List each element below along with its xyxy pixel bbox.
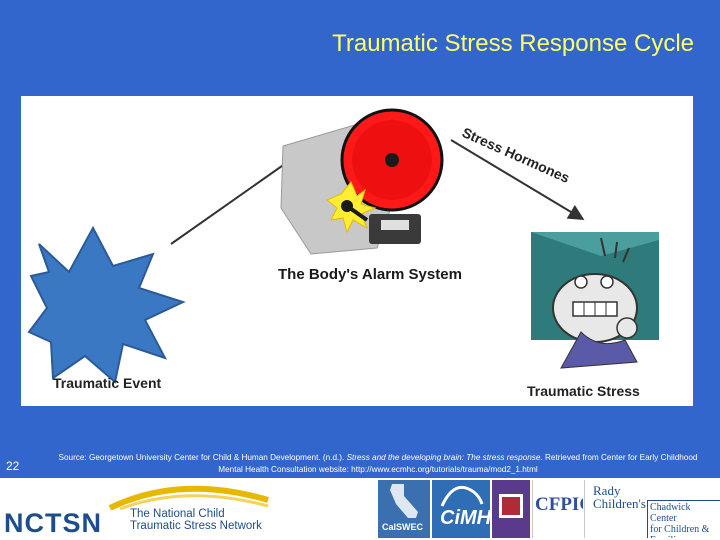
source-suffix: . Retrieved from Center for Early Childh… [218,453,698,474]
rady-childrens-logo: Rady Children's Chadwick Center for Chil… [584,480,720,538]
nctsn-arc-icon [108,485,269,510]
stress-cycle-diagram: The Body's Alarm System Stress Hormones … [27,108,659,399]
arrow-alarm-to-stress [450,139,585,221]
hands-icon [440,485,484,507]
source-citation: Source: Georgetown University Center for… [58,452,698,476]
source-title: Stress and the developing brain: The str… [346,453,541,462]
slide-title: Traumatic Stress Response Cycle [332,30,694,57]
nctsn-network-name: The National Child Traumatic Stress Netw… [130,508,262,532]
cfpic-logo: CFPIC [532,480,583,538]
network-line-1: The National Child [130,508,225,520]
traumatic-stress-label: Traumatic Stress [527,383,640,399]
arrow-event-to-alarm [170,151,303,245]
traumatic-event-burst [27,225,186,384]
calswec-logo: CalSWEC [378,480,430,538]
source-prefix: Source: Georgetown University Center for… [58,453,347,462]
traumatic-event-label: Traumatic Event [53,375,161,391]
network-line-2: Traumatic Stress Network [130,520,262,532]
partner-logo-footer: NCTSN The National Child Traumatic Stres… [0,478,720,540]
california-map-icon [390,484,418,518]
square-emblem-icon [499,494,523,518]
chadwick-line-2: for Children & Families [650,524,710,538]
rady-line-1: Rady [593,483,621,498]
chadwick-line-1: Chadwick Center [650,502,691,524]
cfpic-label: CFPIC [535,494,583,515]
alarm-system-label: The Body's Alarm System [278,266,462,283]
diagram-panel: The Body's Alarm System Stress Hormones … [21,96,693,406]
rady-name: Rady Children's [593,484,646,510]
calswec-label: CalSWEC [382,522,424,532]
slide-number: 22 [6,459,20,473]
alarm-bell-icon [280,108,444,255]
chadwick-center-name: Chadwick Center for Children & Families [647,500,720,538]
partner-square-logo [492,480,530,538]
rady-line-2: Children's [593,496,646,511]
cimh-logo: CiMH [432,480,490,538]
stressed-person-icon [531,232,659,369]
cimh-label: CiMH [440,507,490,529]
nctsn-logo: NCTSN [4,508,102,538]
